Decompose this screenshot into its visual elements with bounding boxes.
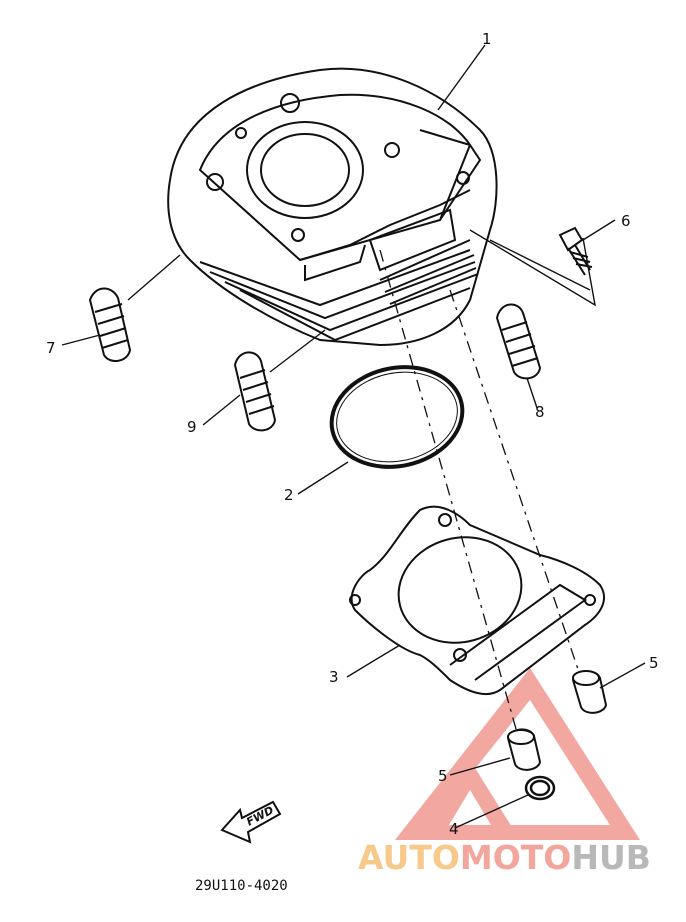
callout-labels: 1 2 3 4 5 5 6 7 8 9 (46, 30, 659, 838)
callout-8: 8 (535, 403, 545, 421)
cylinder-base-gasket (349, 505, 605, 696)
o-ring (329, 365, 465, 469)
watermark-wordmark: AUTOMOTOHUB (358, 838, 651, 877)
callout-2: 2 (284, 486, 294, 504)
stud-7 (88, 287, 132, 362)
watermark-triangle-logo (395, 668, 640, 840)
leader-lines (61, 44, 646, 829)
alignment-lines (379, 249, 586, 751)
callout-3: 3 (329, 668, 339, 686)
watermark-moto: MOTO (460, 838, 571, 877)
callout-5-upper: 5 (649, 654, 659, 672)
callout-7: 7 (46, 339, 56, 357)
callout-9: 9 (187, 418, 197, 436)
stud-8 (495, 303, 542, 380)
callout-5-lower: 5 (438, 767, 448, 785)
forward-direction-arrow: FWD (220, 800, 282, 844)
cylinder-block (167, 67, 498, 347)
dowel-pin-upper (571, 670, 608, 714)
dowel-pin-lower (506, 728, 542, 771)
cylinder-bolt (558, 226, 593, 276)
watermark-hub: HUB (571, 838, 651, 877)
callout-4: 4 (449, 820, 459, 838)
callout-6: 6 (621, 212, 631, 230)
small-o-ring (524, 775, 556, 801)
watermark-auto: AUTO (358, 838, 460, 877)
stud-9 (233, 351, 277, 432)
part-code: 29U110-4020 (195, 878, 288, 894)
callout-1: 1 (482, 30, 492, 48)
